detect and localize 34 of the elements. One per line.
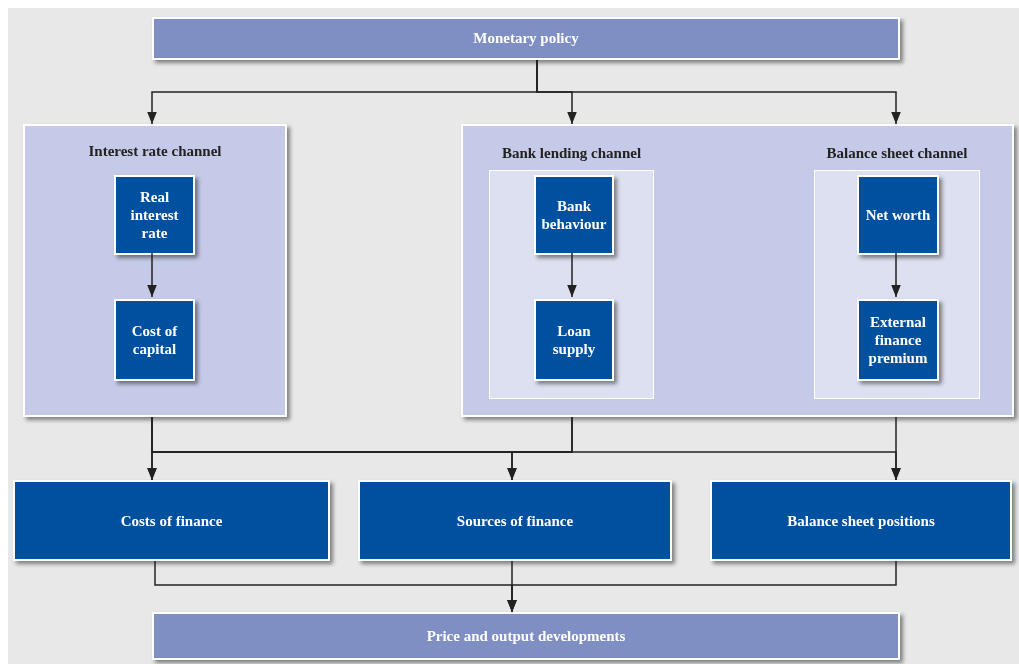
process-bar <box>152 612 900 660</box>
process-box <box>534 175 614 255</box>
process-box <box>13 480 330 561</box>
process-box <box>358 480 672 561</box>
box-label: External finance premium <box>867 313 929 367</box>
panel-heading: Interest rate channel <box>87 142 223 161</box>
channel-heading: Bank lending channel <box>500 144 643 163</box>
bar-label: Price and output developments <box>426 626 626 646</box>
connector-arrow <box>507 416 573 481</box>
connector-arrow <box>891 416 901 481</box>
box-label: Real interest rate <box>129 188 180 242</box>
box-label: Balance sheet positions <box>787 511 935 530</box>
channel-panel <box>461 124 1014 417</box>
connector-arrow <box>567 252 577 298</box>
connector-arrow <box>536 59 901 125</box>
box-label: Costs of finance <box>120 511 223 530</box>
process-bar <box>152 17 900 60</box>
box-label: Bank behaviour <box>540 197 608 233</box>
box-label: Loan supply <box>551 322 597 358</box>
connector-arrow <box>147 252 157 298</box>
box-label: Sources of finance <box>456 511 574 530</box>
process-box <box>534 299 614 381</box>
process-box <box>114 299 195 381</box>
bar-label: Monetary policy <box>473 29 579 49</box>
channel-heading: Balance sheet channel <box>825 144 969 163</box>
box-label: Net worth <box>865 206 931 224</box>
process-box <box>710 480 1012 561</box>
process-box <box>857 175 939 255</box>
box-label: Cost of capital <box>130 322 179 358</box>
connector-arrow <box>507 560 897 613</box>
connector-arrow <box>891 252 901 298</box>
channel-panel <box>23 124 287 417</box>
process-box <box>114 175 195 255</box>
process-box <box>857 299 939 381</box>
